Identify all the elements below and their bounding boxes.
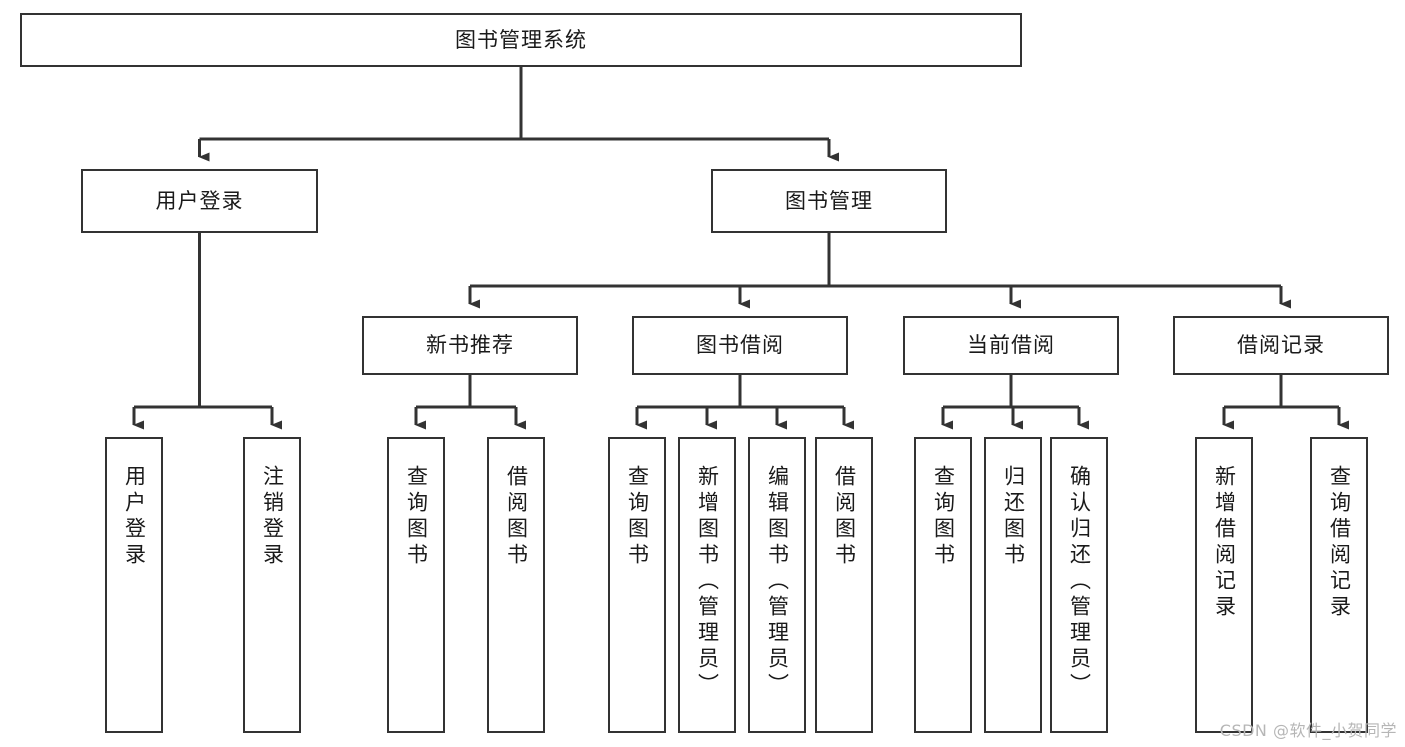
node-leaf-borrow-query[interactable]: 查询图书 [608, 437, 666, 733]
node-label: 图书借阅 [696, 333, 784, 358]
node-label: 借阅记录 [1237, 333, 1325, 358]
node-records[interactable]: 借阅记录 [1173, 316, 1389, 375]
node-label: 编辑图书（管理员） [765, 465, 790, 699]
node-label: 确认归还（管理员） [1067, 465, 1092, 699]
node-borrow[interactable]: 图书借阅 [632, 316, 848, 375]
node-label: 查询图书 [404, 465, 429, 569]
node-label: 新书推荐 [426, 333, 514, 358]
node-leaf-rec-add[interactable]: 新增借阅记录 [1195, 437, 1253, 733]
node-leaf-user-login[interactable]: 用户登录 [105, 437, 163, 733]
node-leaf-cur-query[interactable]: 查询图书 [914, 437, 972, 733]
node-label: 查询借阅记录 [1327, 465, 1352, 621]
node-leaf-rec-query[interactable]: 查询借阅记录 [1310, 437, 1368, 733]
node-label: 当前借阅 [967, 333, 1055, 358]
node-root[interactable]: 图书管理系统 [20, 13, 1022, 67]
node-newbook[interactable]: 新书推荐 [362, 316, 578, 375]
node-label: 用户登录 [155, 188, 244, 213]
node-leaf-cur-return[interactable]: 归还图书 [984, 437, 1042, 733]
node-label: 图书管理 [785, 188, 873, 213]
node-leaf-borrow-edit[interactable]: 编辑图书（管理员） [748, 437, 806, 733]
node-leaf-borrow-lend[interactable]: 借阅图书 [815, 437, 873, 733]
node-bookmgmt[interactable]: 图书管理 [711, 169, 947, 233]
node-leaf-new-borrow[interactable]: 借阅图书 [487, 437, 545, 733]
node-current[interactable]: 当前借阅 [903, 316, 1119, 375]
node-label: 借阅图书 [504, 465, 529, 569]
node-login[interactable]: 用户登录 [81, 169, 318, 233]
node-label: 借阅图书 [832, 465, 857, 569]
node-label: 查询图书 [625, 465, 650, 569]
node-label: 图书管理系统 [455, 27, 587, 52]
watermark-text: CSDN @软件_小贺同学 [1219, 721, 1397, 740]
node-leaf-cur-confirm[interactable]: 确认归还（管理员） [1050, 437, 1108, 733]
node-leaf-borrow-add[interactable]: 新增图书（管理员） [678, 437, 736, 733]
node-label: 归还图书 [1001, 465, 1026, 569]
node-label: 新增借阅记录 [1212, 465, 1237, 621]
node-label: 用户登录 [122, 465, 147, 569]
node-label: 查询图书 [931, 465, 956, 569]
node-label: 新增图书（管理员） [695, 465, 720, 699]
node-leaf-user-logout[interactable]: 注销登录 [243, 437, 301, 733]
node-leaf-new-query[interactable]: 查询图书 [387, 437, 445, 733]
node-label: 注销登录 [260, 465, 285, 569]
